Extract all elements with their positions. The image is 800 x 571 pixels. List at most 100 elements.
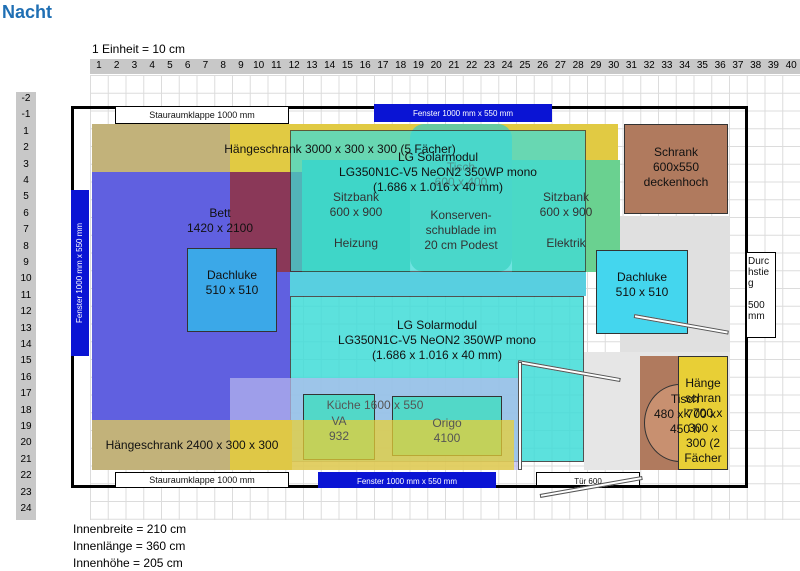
column-ruler: [90, 59, 800, 74]
row-tick: 16: [20, 371, 32, 383]
column-tick: 7: [202, 60, 209, 71]
row-tick: 9: [23, 257, 29, 268]
stauraumklappe-bottom: [115, 472, 289, 488]
label-solar-bottom: LG Solarmodul LG350N1C-V5 NeON2 350WP mo…: [338, 318, 536, 362]
row-tick: -1: [21, 109, 31, 121]
column-tick: 4: [149, 60, 155, 71]
column-tick: 9: [238, 60, 244, 71]
row-tick: 5: [23, 191, 29, 203]
row-tick: 23: [20, 486, 32, 498]
row-tick: 14: [20, 339, 32, 350]
label-tuer: Tür 600: [574, 477, 602, 486]
column-tick: 19: [412, 60, 424, 71]
solar-panel-top: [290, 130, 586, 272]
scale-note: 1 Einheit = 10 cm: [92, 42, 186, 56]
fenster-top: [374, 104, 552, 122]
label-fenster-bottom: Fenster 1000 mm x 550 mm: [356, 477, 458, 486]
label-elektrik: Elektrik: [546, 236, 586, 250]
info-length: Innenlänge = 360 cm: [73, 539, 186, 553]
column-tick: 24: [501, 60, 513, 71]
label-konserven: Konserven- schublade im 20 cm Podest: [424, 208, 498, 252]
column-tick: 28: [572, 60, 584, 71]
row-tick: 22: [20, 470, 32, 482]
column-tick: 26: [537, 60, 549, 71]
column-tick: 5: [167, 60, 173, 71]
dachluke-left: [187, 248, 277, 332]
row-tick: 7: [23, 224, 29, 236]
row-tick: 11: [20, 289, 32, 301]
fenster-bottom: [318, 472, 496, 488]
row-tick: 3: [23, 158, 29, 170]
row-tick: 12: [20, 306, 32, 318]
column-tick: 22: [466, 60, 478, 71]
label-va: VA 932: [328, 414, 350, 443]
row-tick: 18: [20, 404, 32, 416]
column-tick: 16: [359, 60, 371, 71]
page-title: Nacht: [2, 2, 53, 22]
column-tick: 33: [661, 60, 673, 71]
label-stauraum-top: Stauraumklappe 1000 mm: [149, 110, 255, 120]
label-dachluke-right: Dachluke 510 x 510: [615, 270, 669, 299]
label-dachluke-left: Dachluke 510 x 510: [205, 268, 259, 297]
label-fenster-left: Fenster 1000 mm x 550 mm: [75, 222, 84, 324]
column-tick: 36: [714, 60, 726, 71]
column-tick: 8: [220, 60, 226, 71]
info-height: Innenhöhe = 205 cm: [73, 556, 183, 570]
door-jamb: [518, 362, 522, 470]
row-tick: 2: [23, 142, 29, 154]
label-schrank: Schrank 600x550 deckenhoch: [643, 145, 709, 189]
column-tick: 29: [590, 60, 602, 71]
label-haengeschrank-bottom: Hängeschrank 2400 x 300 x 300: [105, 438, 279, 452]
durchstieg: [746, 252, 776, 338]
column-tick: 32: [643, 60, 655, 71]
label-tisch-right: Tisch 480 x 700 x 450 h: [653, 392, 717, 436]
column-tick: 11: [271, 60, 282, 71]
row-tick: 8: [23, 240, 29, 252]
column-tick: 40: [785, 60, 797, 71]
row-tick: 21: [20, 453, 32, 465]
column-tick: 15: [341, 60, 353, 71]
label-fenster-top: Fenster 1000 mm x 550 mm: [412, 109, 514, 118]
column-tick: 12: [288, 60, 300, 71]
column-tick: 39: [767, 60, 779, 71]
row-tick: 24: [20, 503, 32, 514]
column-tick: 6: [184, 60, 191, 71]
column-tick: 13: [306, 60, 318, 71]
column-tick: 37: [732, 60, 744, 71]
info-width: Innenbreite = 210 cm: [73, 522, 187, 536]
column-tick: 2: [113, 60, 120, 71]
row-ruler: [16, 92, 36, 520]
row-tick: 17: [20, 388, 32, 400]
column-tick: 30: [608, 60, 620, 71]
column-tick: 31: [625, 60, 637, 71]
row-tick: 10: [20, 273, 32, 285]
label-haengeschrank-top: Hängeschrank 3000 x 300 x 300 (5 Fächer): [224, 142, 456, 156]
schrank: [624, 124, 728, 214]
column-tick: 10: [253, 60, 265, 71]
row-tick: 13: [20, 322, 32, 334]
label-kueche: Küche 1600 x 550: [326, 398, 424, 412]
label-durchstieg: Durc hstie g 500 mm: [748, 256, 770, 322]
column-tick: 35: [696, 60, 708, 71]
row-tick: 1: [23, 125, 29, 137]
haengeschrank-right: [678, 356, 728, 470]
row-tick: 15: [20, 355, 32, 367]
column-tick: 20: [430, 60, 442, 71]
solar-gap: [290, 272, 586, 296]
label-haengeschrank-right: Hänge schran k 700 x 300 x 300 (2 Fächer: [683, 376, 723, 465]
row-tick: -2: [21, 93, 31, 104]
column-tick: 23: [483, 60, 495, 71]
column-tick: 38: [750, 60, 762, 71]
column-tick: 1: [96, 60, 102, 71]
label-tisch-ghost: Tisch 600 x 400: [434, 160, 488, 189]
column-tick: 14: [324, 60, 336, 71]
column-tick: 21: [448, 60, 460, 71]
column-tick: 17: [377, 60, 389, 71]
label-solar-top: LG Solarmodul LG350N1C-V5 NeON2 350WP mo…: [339, 150, 537, 194]
label-sitzbank-right: Sitzbank 600 x 900: [539, 190, 593, 219]
column-tick: 18: [395, 60, 407, 71]
label-origo: Origo 4100: [432, 416, 462, 445]
row-tick: 20: [20, 437, 32, 449]
column-tick: 34: [679, 60, 691, 71]
column-tick: 3: [131, 60, 138, 71]
